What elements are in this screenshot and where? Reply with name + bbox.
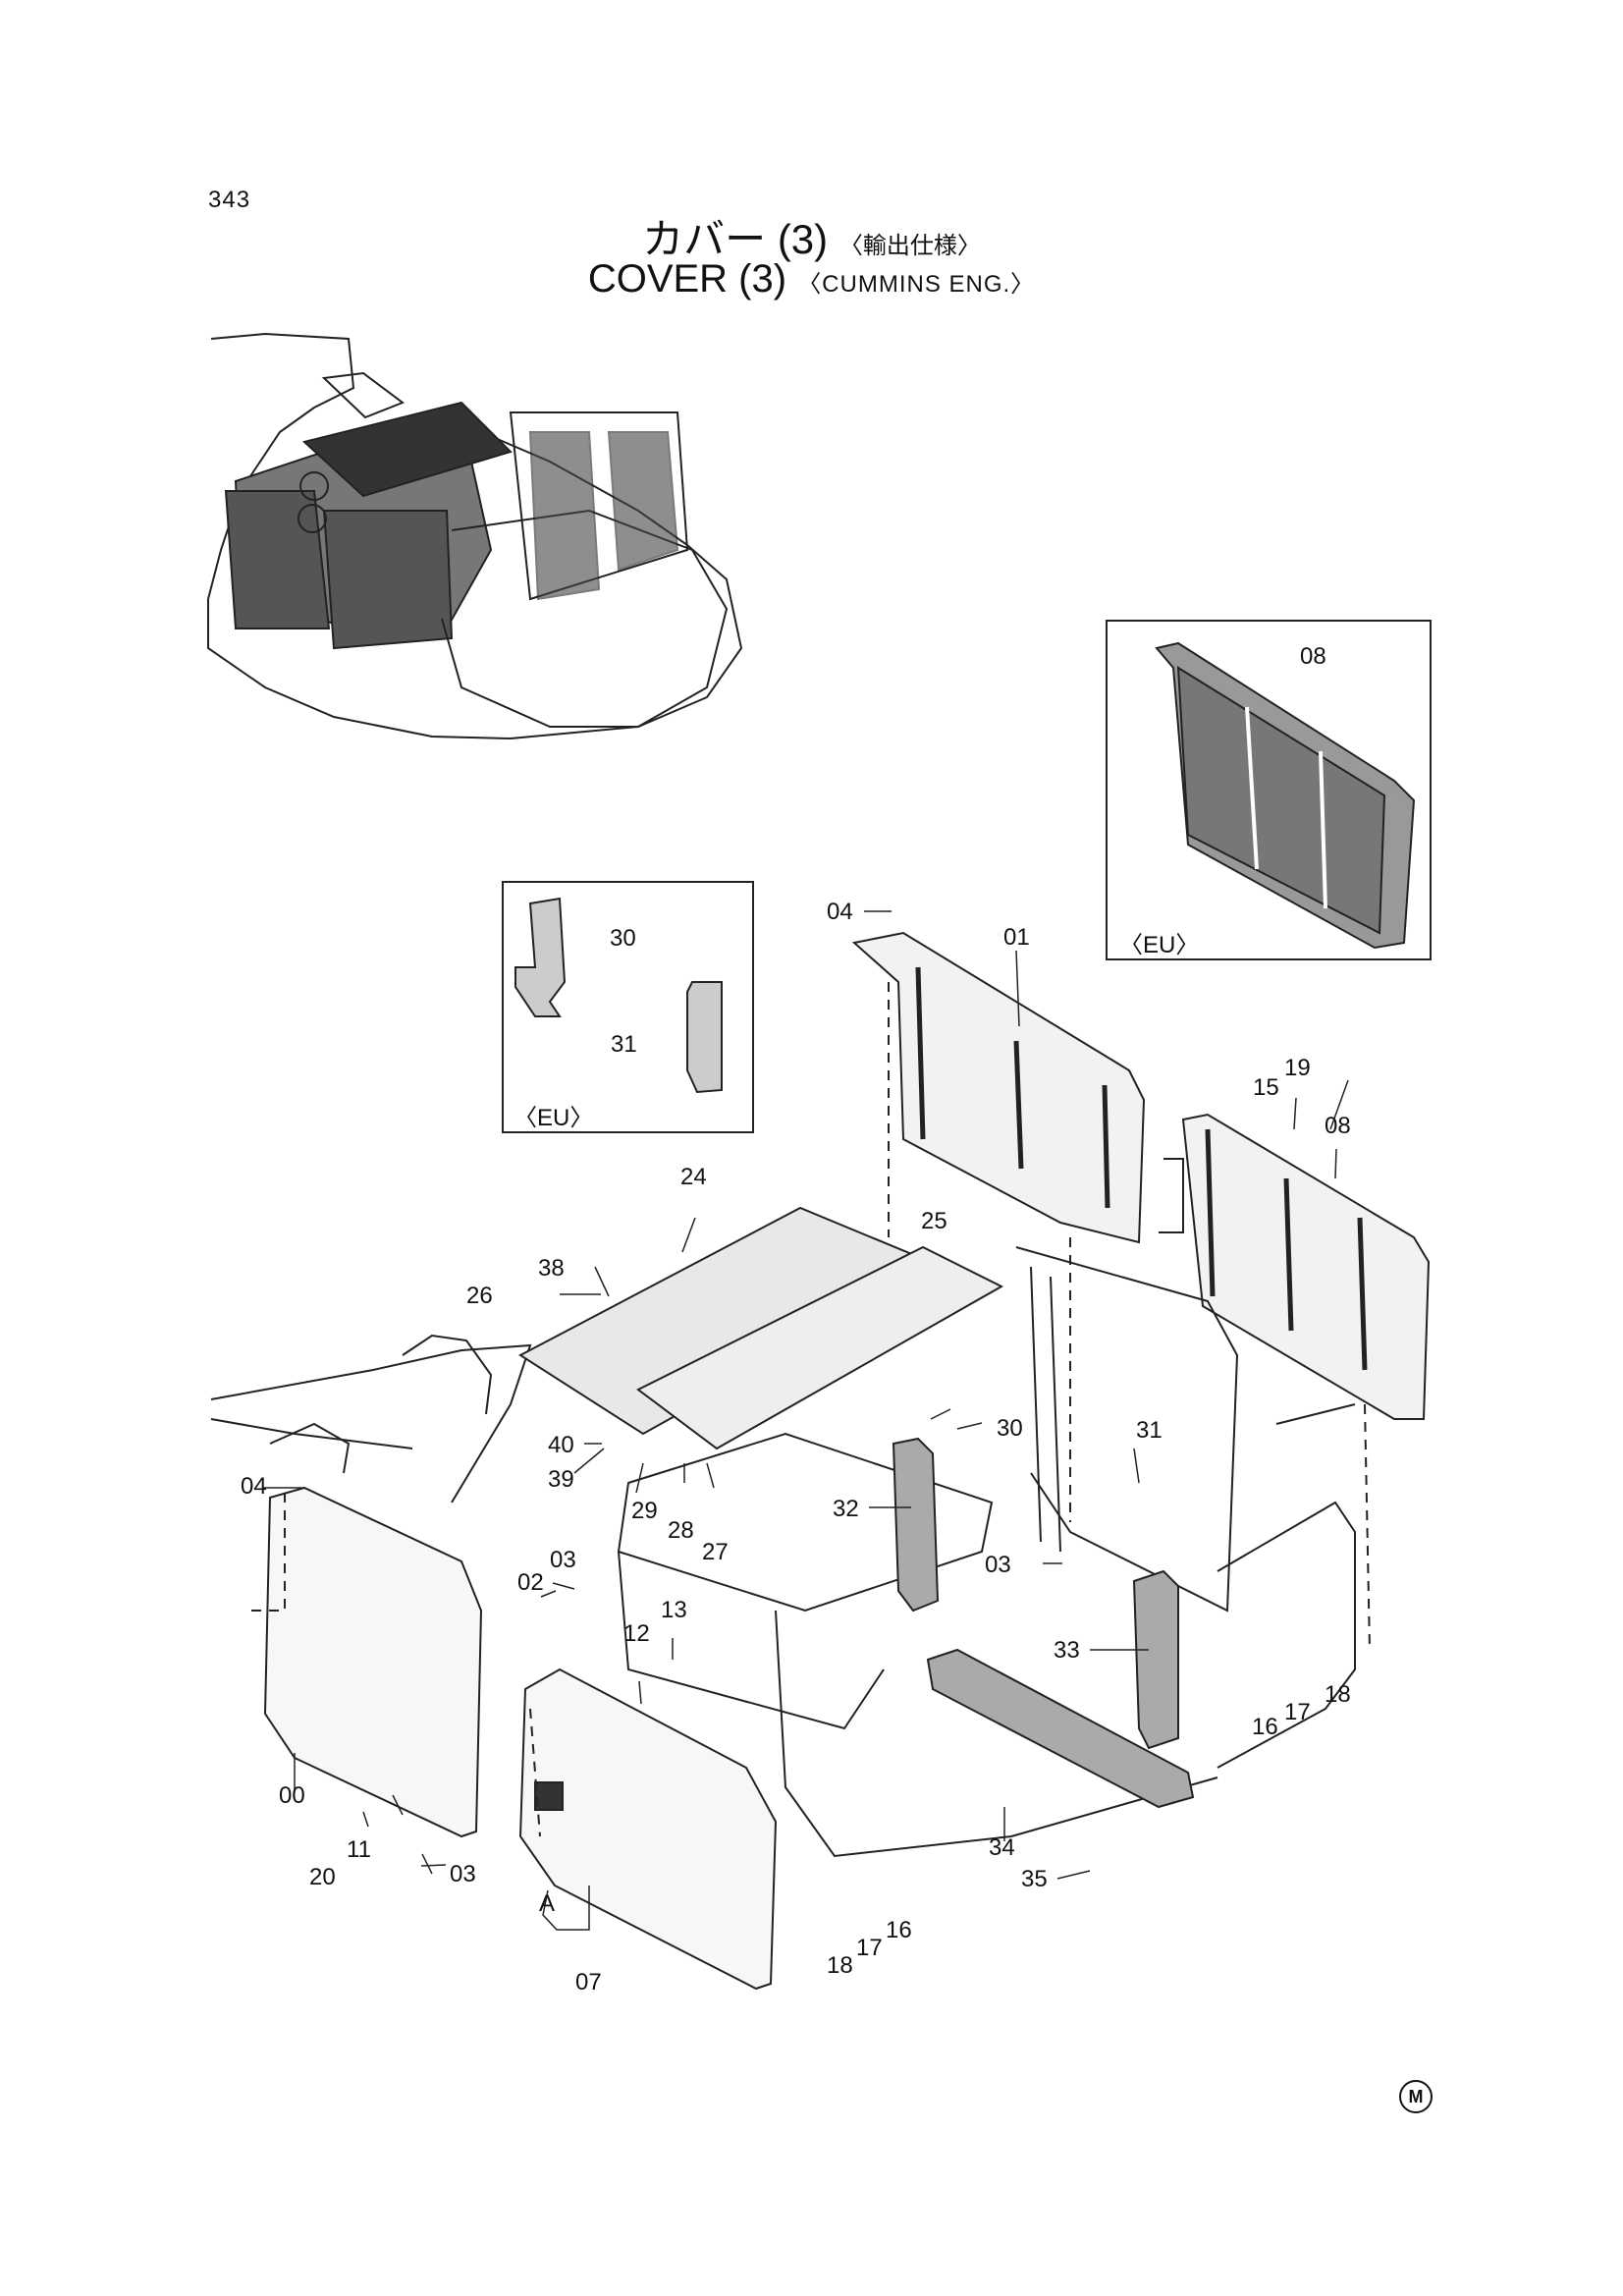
eu-label-top-inset: 〈EU〉	[1119, 932, 1200, 958]
title-english: COVER (3) 〈CUMMINS ENG.〉	[0, 257, 1623, 301]
callout-34: 34	[989, 1834, 1015, 1861]
eu-inset-bracket-frame	[502, 881, 754, 1133]
eu-label-left-inset: 〈EU〉	[514, 1105, 594, 1131]
callout-26: 26	[466, 1283, 493, 1309]
callout-08: 08	[1300, 643, 1326, 670]
main-assembly-drawing	[210, 931, 1431, 1991]
callout-01: 01	[1003, 924, 1030, 951]
callout-11: 11	[347, 1836, 371, 1863]
callout-20: 20	[309, 1864, 336, 1890]
callout-17: 17	[1284, 1699, 1311, 1725]
callout-32: 32	[833, 1496, 859, 1522]
eu-cover-08-drawing	[1155, 641, 1416, 950]
callout-07: 07	[575, 1969, 602, 1995]
callout-18: 18	[827, 1952, 853, 1979]
callout-18: 18	[1325, 1681, 1351, 1708]
callout-04: 04	[241, 1473, 267, 1500]
corner-m-mark: M	[1399, 2080, 1433, 2113]
callout-15: 15	[1253, 1074, 1279, 1101]
callout-24: 24	[680, 1164, 707, 1190]
callout-35: 35	[1021, 1866, 1048, 1892]
title-jp-main: カバー (3)	[642, 216, 829, 262]
title-en-main: COVER (3)	[587, 257, 787, 301]
callout-31: 31	[611, 1031, 637, 1058]
callout-00: 00	[279, 1782, 305, 1809]
callout-30: 30	[610, 925, 636, 952]
callout-02: 02	[517, 1569, 544, 1596]
callout-33: 33	[1054, 1637, 1080, 1664]
callout-16: 16	[886, 1917, 912, 1943]
callout-13: 13	[661, 1597, 687, 1623]
callout-A: A	[539, 1890, 556, 1917]
callout-29: 29	[631, 1498, 658, 1524]
callout-16: 16	[1252, 1714, 1278, 1740]
callout-30: 30	[997, 1415, 1023, 1442]
callout-19: 19	[1284, 1055, 1311, 1081]
callout-04: 04	[827, 899, 853, 925]
callout-39: 39	[548, 1466, 574, 1493]
title-japanese: カバー (3) 〈輸出仕様〉	[0, 206, 1623, 266]
machine-overview-drawing	[207, 332, 743, 740]
callout-28: 28	[668, 1517, 694, 1544]
callout-27: 27	[702, 1539, 729, 1565]
callout-17: 17	[856, 1935, 883, 1961]
title-jp-sub: 〈輸出仕様〉	[839, 233, 981, 259]
eu-inset-panel-frame	[1106, 620, 1432, 960]
callout-03: 03	[985, 1552, 1011, 1578]
leader-lines	[262, 910, 1349, 1931]
callout-38: 38	[538, 1255, 565, 1282]
callout-08: 08	[1325, 1113, 1351, 1139]
callout-25: 25	[921, 1208, 947, 1234]
page-number: 343	[208, 187, 251, 213]
title-en-sub: 〈CUMMINS ENG.〉	[797, 271, 1036, 298]
eu-brackets-drawing	[514, 897, 723, 1094]
callout-03: 03	[550, 1547, 576, 1573]
callout-12: 12	[623, 1620, 650, 1647]
callout-03: 03	[450, 1861, 476, 1887]
callout-40: 40	[548, 1432, 574, 1458]
callout-31: 31	[1136, 1417, 1163, 1444]
